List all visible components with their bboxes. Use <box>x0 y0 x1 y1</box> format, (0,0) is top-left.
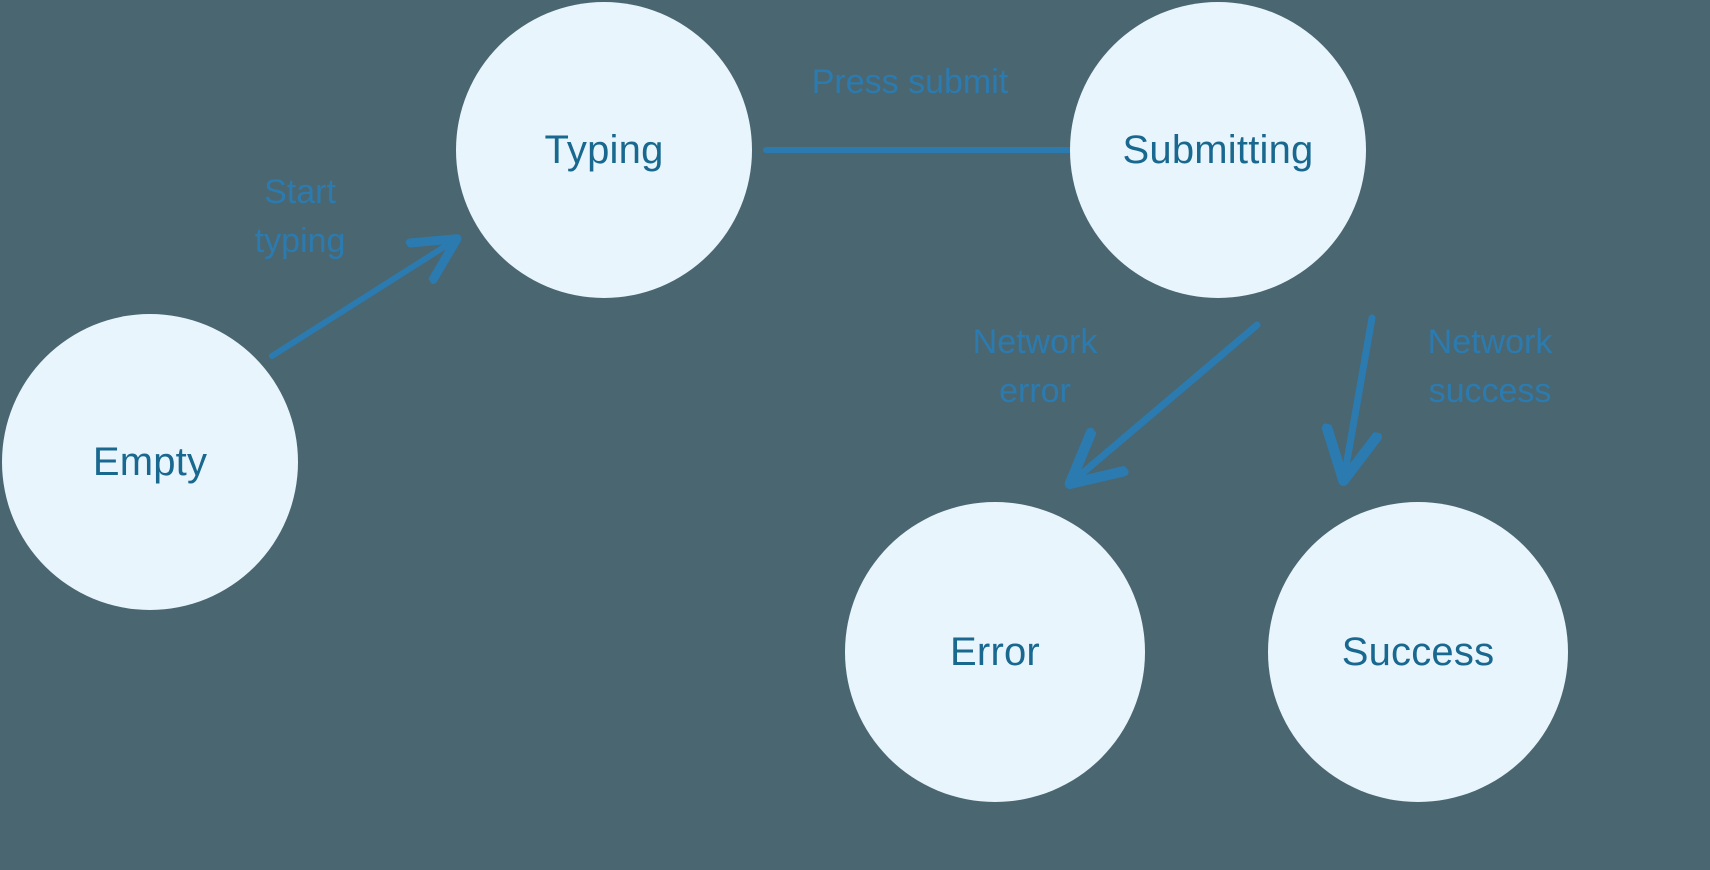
state-node-label: Error <box>950 630 1040 674</box>
edge-submitting-to-error <box>1072 321 1261 482</box>
state-node-label: Typing <box>544 128 664 172</box>
edge-label-press-submit: Press submit <box>811 63 1009 101</box>
state-node-typing[interactable]: Typing <box>456 2 752 298</box>
state-node-error[interactable]: Error <box>845 502 1145 802</box>
state-node-submitting[interactable]: Submitting <box>1070 2 1366 298</box>
edge-empty-to-typing <box>269 240 455 359</box>
edge-submitting-to-success <box>1344 314 1372 478</box>
state-node-label: Submitting <box>1122 128 1314 172</box>
state-node-success[interactable]: Success <box>1268 502 1568 802</box>
state-node-label: Success <box>1341 630 1495 674</box>
state-node-label: Empty <box>92 440 208 484</box>
state-node-empty[interactable]: Empty <box>2 314 298 610</box>
edge-label-network-success: Network success <box>1427 323 1553 411</box>
edge-label-start-typing: Start typing <box>254 173 346 261</box>
edge-label-network-error: Network error <box>972 323 1098 411</box>
